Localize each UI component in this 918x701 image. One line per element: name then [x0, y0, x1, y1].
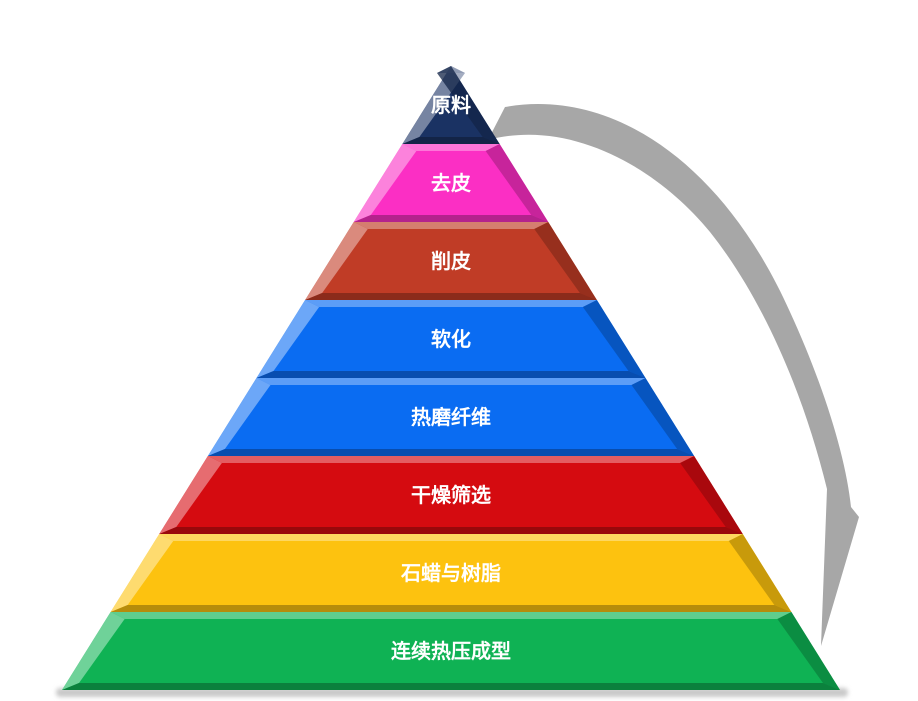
pyramid-level-6: 干燥筛选	[159, 456, 743, 534]
pyramid-level-label: 原料	[431, 94, 471, 117]
level-bevel-top	[110, 612, 792, 619]
level-bevel-right	[485, 144, 549, 222]
pyramid-level-label: 去皮	[431, 171, 471, 195]
level-body	[61, 612, 841, 690]
level-body	[256, 300, 646, 378]
level-body	[305, 222, 597, 300]
level-bevel-bottom	[353, 215, 549, 222]
level-bevel-bottom	[207, 449, 695, 456]
level-bevel-bottom	[110, 605, 792, 612]
level-bevel-top	[207, 456, 695, 463]
level-bevel-bottom	[61, 683, 841, 690]
level-bevel-bottom	[305, 293, 597, 300]
pyramid-ground-shadow	[56, 688, 848, 697]
level-bevel-right	[777, 612, 841, 690]
level-bevel-bottom	[256, 371, 646, 378]
level-bevel-bottom	[402, 137, 500, 144]
level-bevel-bottom	[159, 527, 743, 534]
level-bevel-top	[159, 534, 743, 541]
level-bevel-left	[159, 456, 222, 534]
level-bevel-left	[61, 612, 125, 690]
level-bevel-top	[353, 222, 549, 229]
level-bevel-top	[305, 300, 597, 307]
pyramid-level-1: 原料	[402, 66, 500, 144]
pyramid-level-4: 软化	[256, 300, 646, 378]
level-bevel-right	[631, 378, 695, 456]
level-bevel-left	[305, 222, 368, 300]
pyramid-level-2: 去皮	[353, 144, 549, 222]
level-bevel-left	[110, 534, 174, 612]
pyramid-level-label: 石蜡与树脂	[400, 561, 501, 585]
pyramid-level-label: 软化	[431, 327, 471, 351]
level-bevel-right	[534, 222, 597, 300]
pyramid-level-label: 削皮	[431, 249, 471, 273]
pyramid-level-label: 干燥筛选	[411, 483, 491, 507]
pyramid-level-5: 热磨纤维	[207, 378, 695, 456]
level-bevel-top	[256, 378, 646, 385]
level-bevel-top	[402, 144, 500, 151]
level-bevel-left	[256, 300, 320, 378]
level-body	[159, 456, 743, 534]
level-bevel-right	[680, 456, 743, 534]
pyramid-level-8: 连续热压成型	[61, 612, 841, 690]
level-bevel-left	[353, 144, 417, 222]
level-bevel-left	[207, 378, 271, 456]
pyramid-level-7: 石蜡与树脂	[110, 534, 792, 612]
level-body	[207, 378, 695, 456]
level-bevel-right	[437, 66, 500, 144]
level-bevel-right	[582, 300, 646, 378]
pyramid-level-3: 削皮	[305, 222, 597, 300]
level-bevel-right	[728, 534, 792, 612]
pyramid-level-label: 连续热压成型	[391, 639, 511, 663]
pyramid-level-label: 热磨纤维	[411, 405, 491, 429]
level-body	[110, 534, 792, 612]
